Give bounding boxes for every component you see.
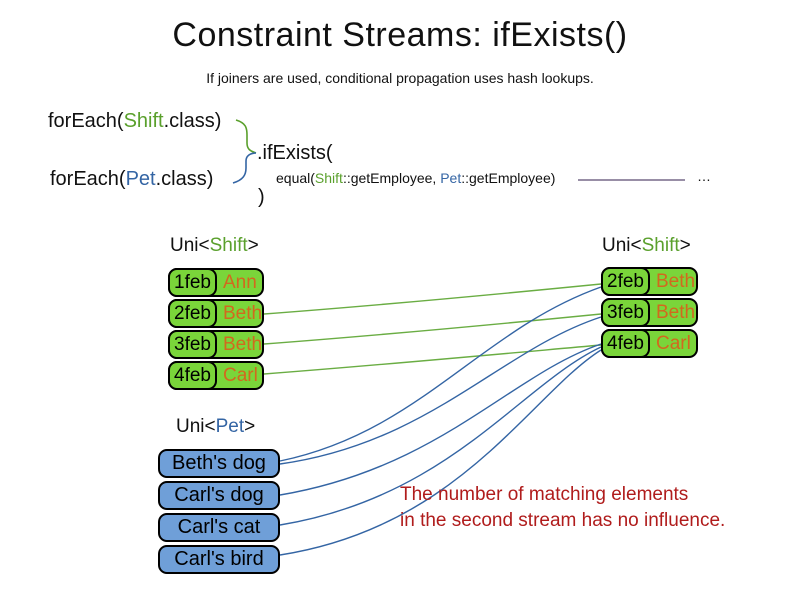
ellipsis: … (697, 168, 711, 184)
code-text: ::getEmployee) (461, 170, 556, 186)
label-text: > (679, 235, 691, 256)
label-text: > (247, 235, 259, 256)
pet-ref-token: Pet (440, 170, 462, 186)
label-type-shift: Shift (209, 235, 248, 256)
right-uni-shift-label: Uni<Shift> (602, 235, 691, 257)
green-connector-2feb (263, 283, 602, 315)
page-subtitle: If joiners are used, conditional propaga… (206, 70, 594, 86)
label-text: Uni< (176, 416, 216, 437)
date-cell: 1feb (168, 268, 217, 297)
blue-connector-carlscat-4feb (279, 346, 602, 526)
name-cell: Beth (656, 270, 696, 292)
pet-list: Beth's dog Carl's dog Carl's cat Carl's … (158, 449, 280, 577)
brace-top-green (235, 119, 257, 154)
brace-bottom-blue (232, 152, 257, 184)
code-ifexists: .ifExists( (257, 142, 333, 164)
date-cell: 3feb (168, 330, 217, 359)
blue-connector-carlsdog-4feb (279, 343, 602, 496)
blue-connector-bethsdog-3feb (279, 316, 602, 465)
table-row: 4feb Carl (601, 329, 698, 358)
table-row: 4feb Carl (168, 361, 264, 390)
label-type-shift: Shift (641, 235, 680, 256)
shift-ref-token: Shift (314, 170, 343, 186)
date-cell: 2feb (601, 267, 650, 296)
date-cell: 3feb (601, 298, 650, 327)
table-row: 3feb Beth (601, 298, 698, 327)
name-cell: Ann (223, 271, 257, 293)
green-connector-4feb (263, 344, 602, 375)
code-foreach-shift: forEach(Shift.class) (48, 110, 221, 133)
shift-class-token: Shift (123, 110, 164, 132)
blue-connector-bethsdog-2feb (279, 286, 602, 462)
list-item: Carl's bird (158, 545, 280, 574)
code-text: .class) (155, 168, 214, 190)
label-text: Uni< (170, 235, 210, 256)
label-text: > (244, 416, 256, 437)
date-cell: 4feb (168, 361, 217, 390)
code-equal-joiner: equal(Shift::getEmployee, Pet::getEmploy… (276, 170, 555, 186)
uni-pet-label: Uni<Pet> (176, 416, 255, 438)
page-title: Constraint Streams: ifExists() (172, 16, 628, 54)
code-text: forEach( (48, 110, 124, 132)
note-line: in the second stream has no influence. (400, 510, 726, 531)
name-cell: Beth (656, 301, 696, 323)
code-text: ::getEmployee, (342, 170, 441, 186)
name-cell: Beth (223, 302, 263, 324)
code-foreach-pet: forEach(Pet.class) (50, 168, 213, 191)
left-shift-table: 1feb Ann 2feb Beth 3feb Beth 4feb Carl (168, 268, 264, 392)
label-type-pet: Pet (215, 416, 245, 437)
date-cell: 2feb (168, 299, 217, 328)
table-row: 1feb Ann (168, 268, 264, 297)
code-text: forEach( (50, 168, 126, 190)
name-cell: Carl (656, 332, 691, 354)
left-uni-shift-label: Uni<Shift> (170, 235, 259, 257)
table-row: 2feb Beth (601, 267, 698, 296)
name-cell: Carl (223, 364, 258, 386)
list-item: Carl's cat (158, 513, 280, 542)
list-item: Carl's dog (158, 481, 280, 510)
note-text: The number of matching elements in the s… (400, 482, 725, 534)
code-text: .class) (163, 110, 222, 132)
label-text: Uni< (602, 235, 642, 256)
green-connector-3feb (263, 313, 602, 345)
pet-class-token: Pet (125, 168, 156, 190)
blue-connector-carlsbird-4feb (279, 349, 602, 556)
list-item: Beth's dog (158, 449, 280, 478)
name-cell: Beth (223, 333, 263, 355)
table-row: 3feb Beth (168, 330, 264, 359)
date-cell: 4feb (601, 329, 650, 358)
code-text: equal( (276, 170, 315, 186)
note-line: The number of matching elements (400, 484, 689, 505)
code-close-paren: ) (258, 186, 265, 208)
right-shift-table: 2feb Beth 3feb Beth 4feb Carl (601, 267, 698, 360)
table-row: 2feb Beth (168, 299, 264, 328)
